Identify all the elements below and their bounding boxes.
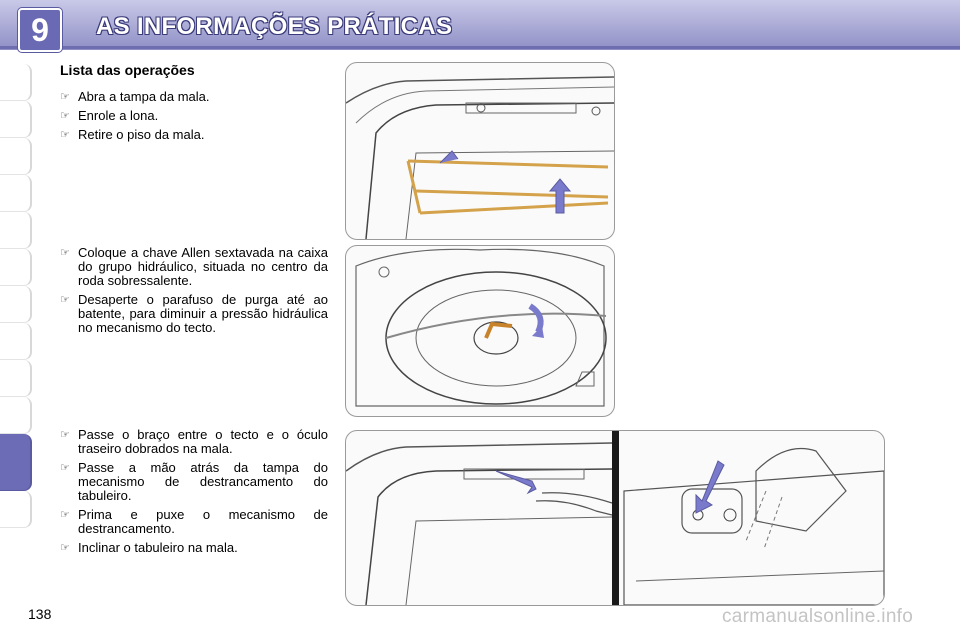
step-text: Prima e puxe o mecanismo de destrancamen… xyxy=(78,507,328,536)
chapter-tab[interactable] xyxy=(0,101,32,138)
spare-wheel-illustration xyxy=(355,248,607,407)
chapter-tab[interactable] xyxy=(0,323,32,360)
pointing-hand-icon: ☞ xyxy=(60,429,70,441)
list-item: ☞ Coloque a chave Allen sextavada na caix… xyxy=(60,246,328,288)
chapter-tab[interactable] xyxy=(0,360,32,397)
chapter-tab[interactable] xyxy=(0,175,32,212)
chapter-tab[interactable] xyxy=(0,138,32,175)
step-text: Desaperte o parafuso de purga até ao bat… xyxy=(78,292,328,335)
chapter-tabs xyxy=(0,64,34,528)
pointing-hand-icon: ☞ xyxy=(60,91,70,103)
step-list-2: ☞ Coloque a chave Allen sextavada na caix… xyxy=(60,246,328,340)
section-title: Lista das operações xyxy=(60,62,195,78)
pointing-hand-icon: ☞ xyxy=(60,542,70,554)
pointing-hand-icon: ☞ xyxy=(60,462,70,474)
list-item: ☞ Prima e puxe o mecanismo de destrancame… xyxy=(60,508,328,536)
chapter-header: 9 AS INFORMAÇÕES PRÁTICAS xyxy=(0,0,960,52)
release-mechanism-illustration xyxy=(346,431,884,605)
chapter-badge: 9 xyxy=(18,8,62,52)
step-list-1: ☞ Abra a tampa da mala. ☞ Enrole a lona. ☞… xyxy=(60,90,328,147)
figure-spare-wheel xyxy=(345,245,615,417)
step-text: Passe a mão atrás da tampa do mecanismo … xyxy=(78,460,328,503)
chapter-tab[interactable] xyxy=(0,491,32,528)
step-text: Enrole a lona. xyxy=(78,108,159,123)
pointing-hand-icon: ☞ xyxy=(60,247,70,259)
figure-release-mechanism xyxy=(345,430,885,606)
chapter-tab[interactable] xyxy=(0,212,32,249)
chapter-title: AS INFORMAÇÕES PRÁTICAS xyxy=(96,13,453,40)
list-item: ☞ Desaperte o parafuso de purga até ao ba… xyxy=(60,293,328,335)
step-text: Passe o braço entre o tecto e o óculo tr… xyxy=(78,427,328,456)
list-item: ☞ Passe a mão atrás da tampa do mecanismo… xyxy=(60,461,328,503)
chapter-tab[interactable] xyxy=(0,249,32,286)
pointing-hand-icon: ☞ xyxy=(60,509,70,521)
chapter-tab-active[interactable] xyxy=(0,434,32,491)
chapter-tab[interactable] xyxy=(0,397,32,434)
pointing-hand-icon: ☞ xyxy=(60,294,70,306)
step-list-3: ☞ Passe o braço entre o tecto e o óculo t… xyxy=(60,428,328,560)
list-item: ☞ Passe o braço entre o tecto e o óculo t… xyxy=(60,428,328,456)
step-text: Coloque a chave Allen sextavada na caixa… xyxy=(78,245,328,288)
list-item: ☞ Enrole a lona. xyxy=(60,109,328,123)
pointing-hand-icon: ☞ xyxy=(60,129,70,141)
step-text: Abra a tampa da mala. xyxy=(78,89,210,104)
page-number: 138 xyxy=(28,606,52,622)
list-item: ☞ Retire o piso da mala. xyxy=(60,128,328,142)
figure-trunk-floor xyxy=(345,62,615,240)
watermark: carmanualsonline.info xyxy=(722,606,914,627)
list-item: ☞ Inclinar o tabuleiro na mala. xyxy=(60,541,328,555)
step-text: Retire o piso da mala. xyxy=(78,127,205,142)
chapter-tab[interactable] xyxy=(0,286,32,323)
trunk-floor-illustration xyxy=(346,76,614,239)
header-divider xyxy=(0,46,960,49)
pointing-hand-icon: ☞ xyxy=(60,110,70,122)
chapter-tab[interactable] xyxy=(0,64,32,101)
list-item: ☞ Abra a tampa da mala. xyxy=(60,90,328,104)
step-text: Inclinar o tabuleiro na mala. xyxy=(78,540,238,555)
